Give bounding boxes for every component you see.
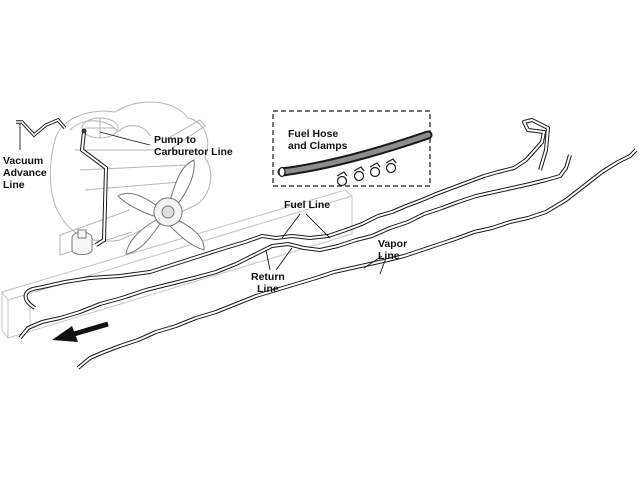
hose-clamp (385, 158, 397, 174)
label-vacuum-advance-line: Vacuum Advance Line (3, 155, 47, 191)
leader-vapor-line-a (363, 255, 383, 269)
label-pump-to-carburetor-line: Pump to Carburetor Line (154, 134, 233, 158)
leader-return-line-a (265, 249, 271, 271)
hose-clamp (369, 162, 381, 178)
pump-to-carburetor-line (79, 128, 109, 247)
leader-return-line-b (275, 247, 293, 271)
hose-clamp (336, 171, 348, 187)
leader-pump (99, 131, 151, 146)
hose-clamps (336, 158, 397, 187)
return-line (18, 154, 572, 340)
fuel-hose (277, 130, 433, 178)
engine-fan (117, 159, 205, 255)
label-fuel-hose-and-clamps: Fuel Hose and Clamps (288, 128, 348, 152)
label-vapor-line: Vapor Line (378, 238, 408, 262)
engine-illustration (49, 101, 212, 256)
label-fuel-line: Fuel Line (284, 199, 331, 211)
arrow-left-down-icon (52, 321, 109, 342)
label-return-line: Return Line (251, 271, 285, 295)
main-fuel-line (23, 118, 550, 310)
hose-clamp (353, 166, 365, 182)
leader-vapor-line-b (379, 257, 387, 275)
vapor-line (76, 148, 638, 370)
leader-fuel-line-a (281, 213, 301, 239)
leader-fuel-line-b (305, 213, 331, 239)
vacuum-advance-line (16, 117, 67, 138)
leader-lines (19, 124, 387, 275)
fuel-pump (71, 229, 93, 255)
fuel-hose-callout-box (272, 110, 431, 187)
